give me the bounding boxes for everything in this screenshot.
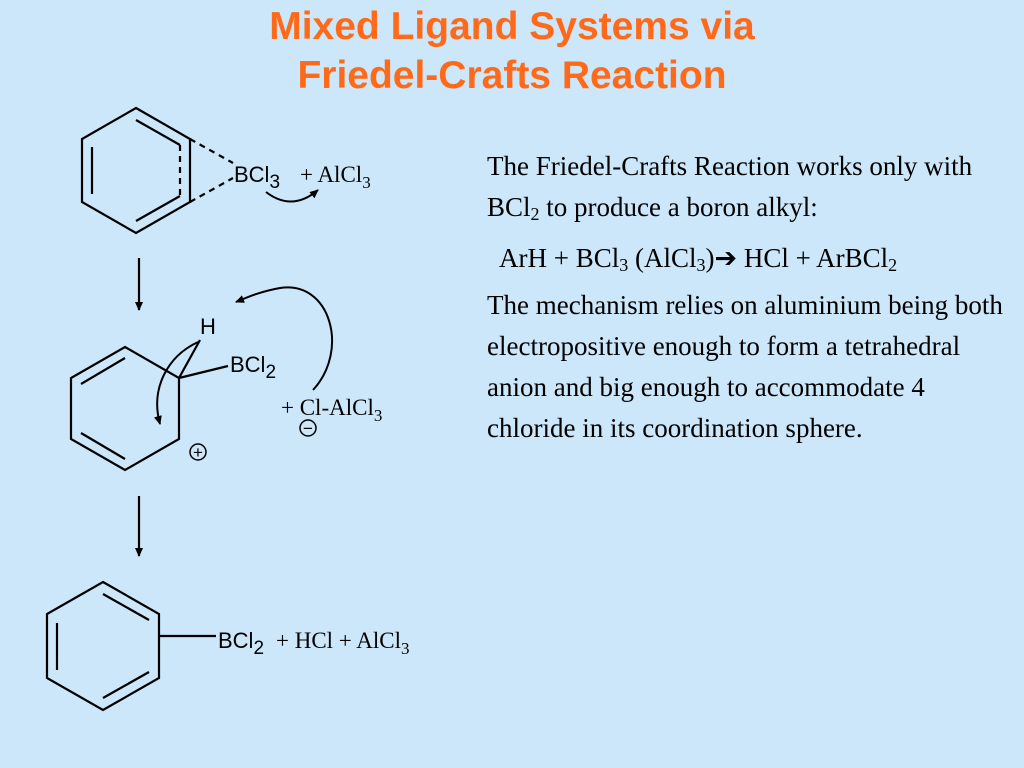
reaction-scheme: BCl3 + AlCl3 H BCl2 + Cl-AlCl3 − + BCl2 …: [45, 106, 410, 712]
minus-charge-sign: −: [303, 419, 313, 438]
curved-arrow-3: [154, 341, 199, 425]
paragraph-mechanism: The mechanism relies on aluminium being …: [487, 290, 1003, 443]
title-line-1: Mixed Ligand Systems via: [269, 5, 755, 48]
complex-plus-label: + AlCl3: [300, 162, 371, 192]
arenium-intermediate: [69, 339, 229, 472]
reaction-arrow-icon: ➔: [714, 243, 738, 273]
byproducts-label: + HCl + AlCl3: [276, 628, 410, 658]
minus-charge-circle: [299, 419, 317, 437]
slide-title: Mixed Ligand Systems via Friedel-Crafts …: [0, 2, 1024, 100]
curved-arrow-2: [235, 286, 334, 391]
complex-reagent-label: BCl3: [234, 162, 280, 193]
arenium-group-label: BCl2: [230, 352, 276, 383]
curved-arrow-1: [265, 189, 319, 203]
h-label: H: [200, 314, 216, 339]
title-line-2: Friedel-Crafts Reaction: [297, 54, 727, 97]
product-benzene: [45, 580, 216, 712]
plus-charge-sign: +: [193, 443, 203, 462]
plus-charge-circle: [189, 443, 207, 461]
reaction-equation: ArH + BCl3 (AlCl3)➔ HCl + ArBCl2: [499, 243, 898, 275]
paragraph-intro: The Friedel-Crafts Reaction works only w…: [487, 151, 973, 224]
explanation-text: The Friedel-Crafts Reaction works only w…: [487, 146, 1017, 449]
product-group-label: BCl2: [218, 628, 264, 659]
anion-label: + Cl-AlCl3: [281, 395, 382, 425]
benzene-complex: [80, 106, 234, 235]
